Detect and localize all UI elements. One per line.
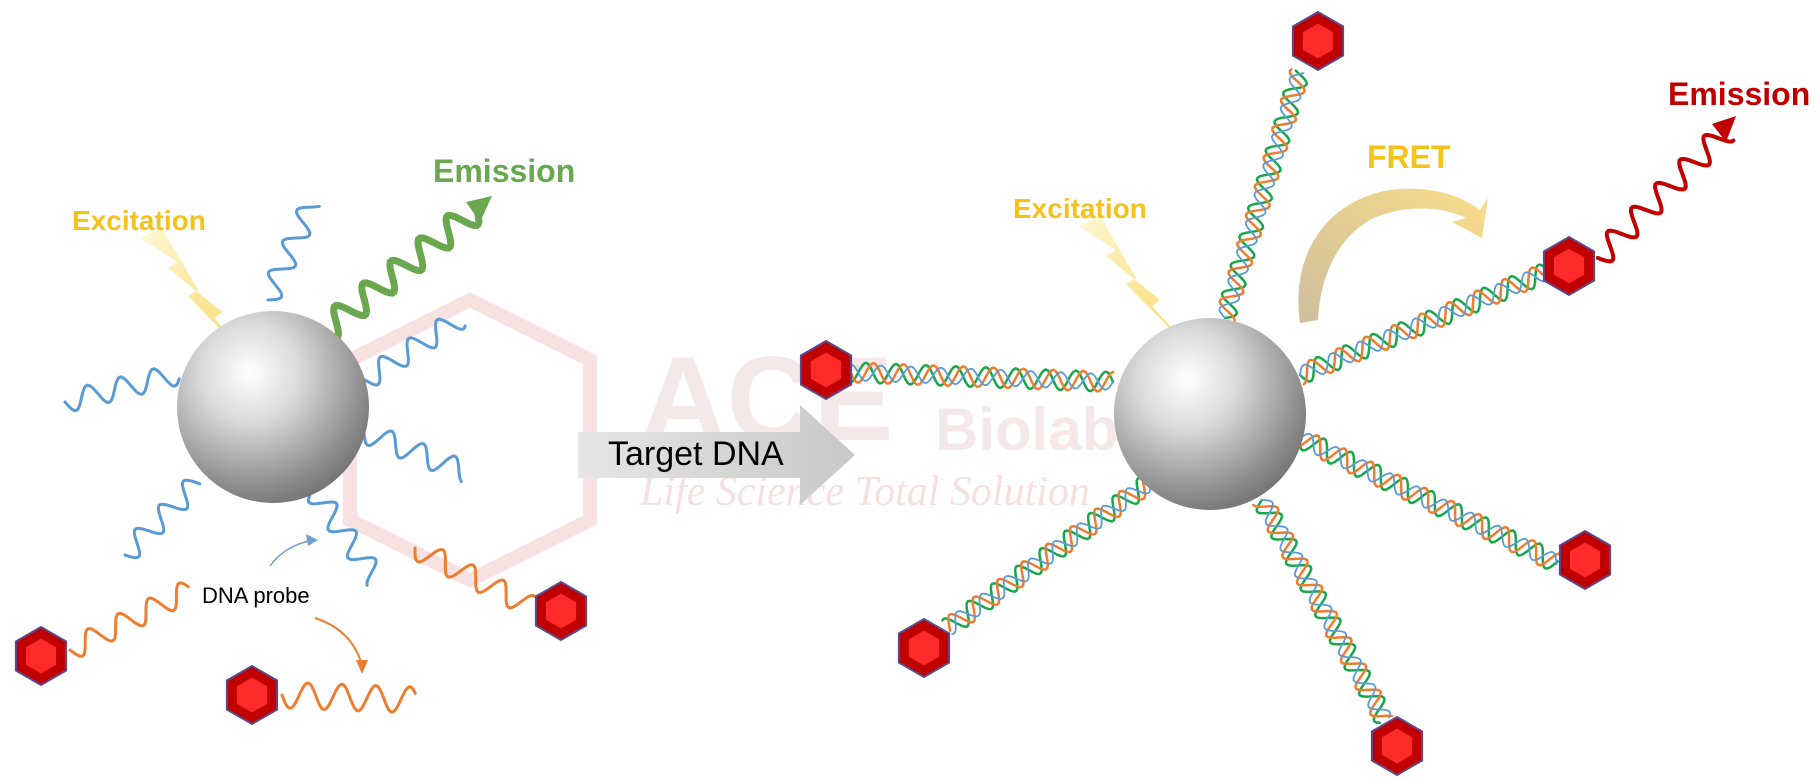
target-strand-bound <box>947 472 1147 633</box>
big-arrow-icon <box>578 405 855 505</box>
probe-strand <box>63 367 181 413</box>
left-panel: Excitation Emission DNA probe <box>72 153 575 674</box>
red-hexagon-icon <box>14 625 68 687</box>
right-emission-arrowhead-icon <box>1712 116 1736 142</box>
target-strand-bound <box>1218 68 1306 323</box>
right-emission-label: Emission <box>1668 76 1810 112</box>
dna-strands <box>63 68 1563 725</box>
left-excitation-label: Excitation <box>72 205 206 236</box>
red-hexagon-icon <box>1542 235 1596 297</box>
probe-strand-bound <box>841 363 1114 391</box>
target-strand-bound <box>1252 503 1394 718</box>
probe-strand-bound <box>1218 72 1305 319</box>
left-emission-wave-icon <box>318 201 483 342</box>
probe-strand-bound <box>1299 432 1558 566</box>
red-hexagon-icon <box>897 617 951 679</box>
probe-strand <box>306 487 378 587</box>
probe-pointer-head-icon <box>306 534 318 546</box>
target-strand-bound <box>1302 266 1557 386</box>
probe-strand-bound <box>1298 263 1556 383</box>
target-strand <box>413 546 537 610</box>
quenchers <box>14 10 1612 777</box>
probe-strand-bound <box>1299 264 1552 376</box>
left-emission-arrowhead-icon <box>466 196 492 222</box>
probe-strand-bound <box>1261 499 1391 719</box>
probe-strand <box>363 317 467 387</box>
release-arrowhead-icon <box>356 660 368 674</box>
left-emission-label: Emission <box>433 153 575 189</box>
red-hexagon-icon <box>225 664 279 726</box>
right-emission-wave-icon <box>1596 132 1736 264</box>
lightning-bolt-icon <box>140 228 252 362</box>
target-strand-bound <box>1294 433 1563 567</box>
red-hexagon-icon <box>1370 715 1424 777</box>
probe-pointer-arrow-icon <box>269 539 315 567</box>
target-dna-arrow: Target DNA <box>578 405 855 505</box>
watermark-hexagon-icon <box>343 292 597 588</box>
dna-probe-label: DNA probe <box>202 583 310 608</box>
right-excitation-label: Excitation <box>1013 193 1147 224</box>
target-strand <box>280 681 417 714</box>
fret-label: FRET <box>1367 139 1451 175</box>
right-nanoparticle-icon <box>1114 318 1306 510</box>
probe-strand <box>123 478 202 560</box>
red-hexagon-icon <box>1291 10 1345 72</box>
left-nanoparticle-icon <box>177 311 369 503</box>
target-dna-label: Target DNA <box>608 435 784 473</box>
target-strand-bound <box>841 360 1115 393</box>
probe-strand-bound <box>941 476 1152 628</box>
probe-strand-bound <box>1298 436 1559 570</box>
probe-strand <box>362 429 463 484</box>
red-hexagon-icon <box>1558 529 1612 591</box>
fret-arc-icon <box>1298 188 1488 323</box>
target-strand <box>68 581 190 658</box>
probe-strand-bound <box>951 481 1152 635</box>
lightning-bolt-icon <box>1078 216 1196 355</box>
release-arrow-icon <box>314 617 363 666</box>
probe-strand <box>266 204 321 302</box>
watermark: ACE Biolabs Life Science Total Solution <box>343 292 1152 588</box>
red-hexagon-icon <box>799 339 853 401</box>
red-hexagon-icon <box>534 580 588 642</box>
right-panel: Excitation FRET Emission <box>1013 76 1810 510</box>
